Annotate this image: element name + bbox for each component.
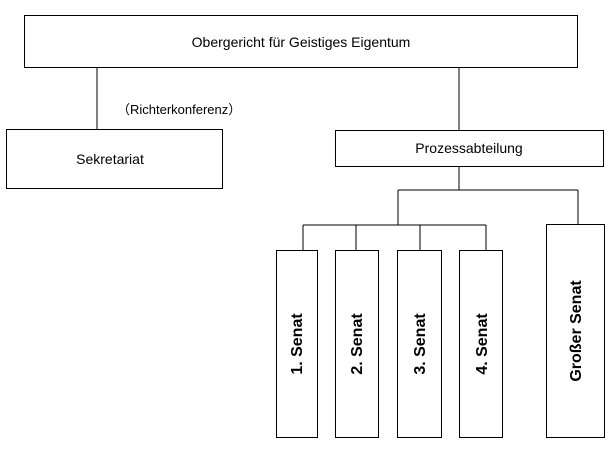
senate-3-node: 3. Senat — [397, 250, 442, 438]
process-dept-box — [335, 130, 604, 167]
senate-4-node: 4. Senat — [459, 250, 503, 438]
secretariat-node: Sekretariat — [6, 129, 223, 189]
senate-1-node: 1. Senat — [276, 250, 318, 438]
senate-1-box — [276, 250, 318, 438]
grand-senate-box — [546, 224, 605, 438]
senate-3-label: 3. Senat — [412, 313, 429, 375]
root-box — [24, 15, 578, 68]
process-dept-label: Prozessabteilung — [415, 140, 522, 156]
root-node: Obergericht für Geistiges Eigentum — [24, 15, 578, 68]
senate-4-box — [459, 250, 503, 438]
secretariat-box — [6, 129, 223, 189]
root-label: Obergericht für Geistiges Eigentum — [192, 34, 411, 50]
senate-3-box — [397, 250, 442, 438]
senate-1-label: 1. Senat — [289, 313, 306, 375]
secretariat-label: Sekretariat — [76, 151, 144, 167]
note-label: （Richterkonferenz） — [117, 102, 241, 117]
senate-4-label: 4. Senat — [474, 313, 491, 375]
senate-2-label: 2. Senat — [349, 313, 366, 375]
senate-2-node: 2. Senat — [335, 250, 379, 438]
connector-lines — [96, 68, 579, 250]
process-dept-node: Prozessabteilung — [335, 130, 604, 167]
grand-senate-label: Großer Senat — [568, 280, 585, 382]
grand-senate-node: Großer Senat — [546, 224, 605, 438]
senate-2-box — [335, 250, 379, 438]
